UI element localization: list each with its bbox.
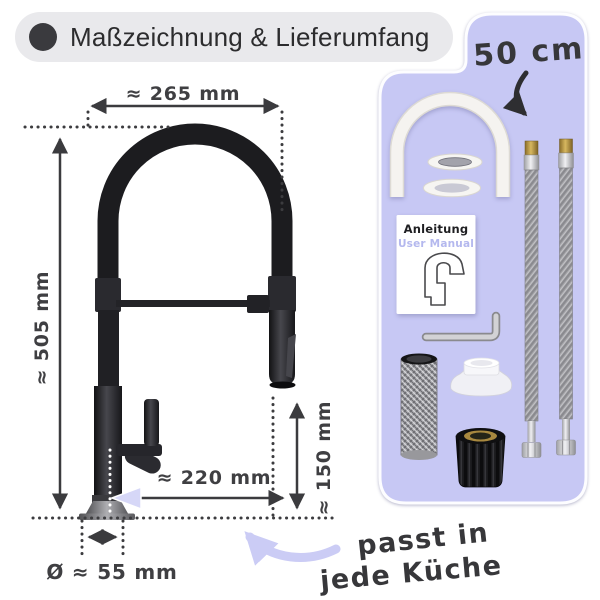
dimension-drawing: ≈ 265 mm ≈ 505 mm ≈ 220 mm ≈ 150 mm Ø ≈ … <box>23 83 340 584</box>
manual-faucet-outline-icon <box>424 252 465 306</box>
manual-title: Anleitung <box>404 222 469 236</box>
fits-any-kitchen-arrow-icon <box>244 531 341 566</box>
dimension-label: ≈ 505 mm <box>31 271 53 386</box>
spray-lever-clip <box>286 334 296 378</box>
faucet-left-collar <box>95 278 121 312</box>
manual-subtitle: User Manual <box>398 238 474 250</box>
hose-length-arrow-icon <box>502 70 529 117</box>
spray-nozzle <box>269 381 296 389</box>
faucet-base-plate <box>79 513 135 520</box>
dimension-spout-reach: ≈ 220 mm <box>109 467 285 511</box>
sealing-washer-bottom <box>423 178 481 198</box>
caption-line-2: jede Küche <box>318 550 504 597</box>
kitchen-caption: passt in jede Küche <box>244 517 504 597</box>
faucet-base-neck <box>92 495 122 503</box>
allen-key <box>421 311 501 342</box>
dimension-label: ≈ 220 mm <box>157 467 272 489</box>
mounting-base <box>450 357 513 397</box>
sealing-washer-top <box>427 153 483 171</box>
connection-hose-left <box>521 140 542 458</box>
faucet-spout-arch <box>97 123 293 312</box>
connection-hose-right <box>556 138 576 456</box>
threaded-shank <box>400 353 438 460</box>
user-manual-card: Anleitung User Manual <box>396 215 476 314</box>
dimension-base-diameter: Ø ≈ 55 mm <box>46 528 177 584</box>
mounting-nut <box>455 428 506 488</box>
light-arrowhead <box>109 485 142 511</box>
faucet-illustration <box>79 123 296 520</box>
faucet-crossbar <box>116 300 270 307</box>
dimension-label: Ø ≈ 55 mm <box>46 560 177 584</box>
hose-length-label: 50 cm <box>472 31 585 74</box>
dimension-label: ≈ 265 mm <box>126 83 241 105</box>
delivery-panel: 50 cm Anleitung User Manual <box>378 12 588 505</box>
dimension-spray-height: ≈ 150 mm <box>288 401 335 516</box>
hose-guide-arch <box>389 91 511 197</box>
dimension-label: ≈ 150 mm <box>313 401 335 516</box>
faucet-base-flange <box>86 501 128 514</box>
faucet-body <box>94 386 122 503</box>
dimension-spout-width: ≈ 265 mm <box>90 83 280 115</box>
faucet-right-collar <box>268 276 296 312</box>
bullet-icon <box>29 23 57 51</box>
dimension-total-height: ≈ 505 mm <box>31 137 69 510</box>
section-title: Maßzeichnung & Lieferumfang <box>70 21 430 52</box>
section-header: Maßzeichnung & Lieferumfang <box>15 12 453 62</box>
faucet-handle-lever <box>144 399 159 446</box>
faucet-crossbar-joint <box>247 295 269 313</box>
faucet-riser-tube <box>98 310 119 388</box>
faucet-handle-arm <box>116 444 162 456</box>
